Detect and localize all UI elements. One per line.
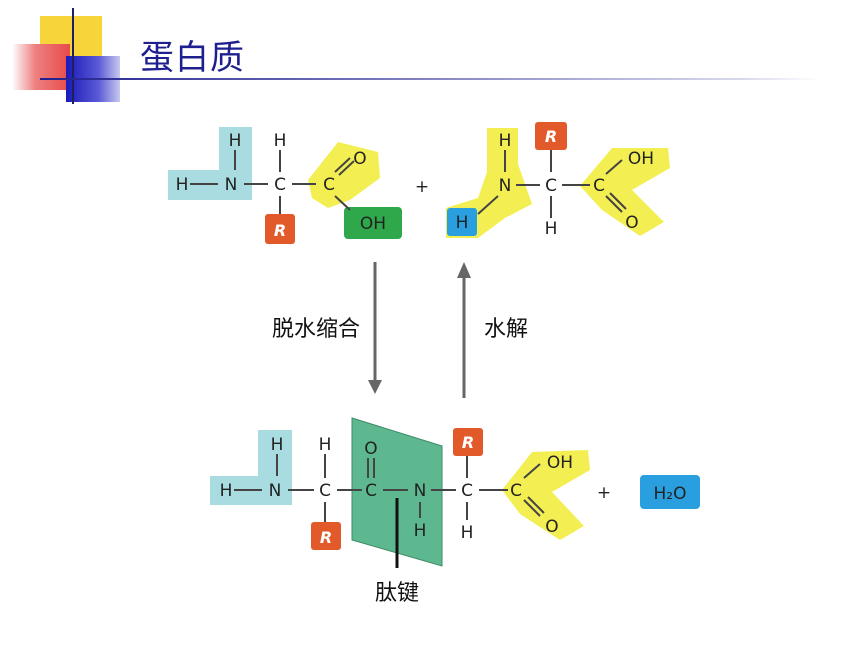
atom-c: C	[545, 176, 557, 196]
atom-n: N	[414, 481, 427, 501]
atom-oh: OH	[628, 149, 654, 169]
carboxyl-group-1	[308, 142, 380, 208]
water-formula: H₂O	[654, 484, 687, 504]
atom-oh: OH	[547, 453, 573, 473]
atom-h: H	[545, 219, 558, 239]
amino-group-3	[210, 430, 292, 505]
atom-o: O	[625, 213, 638, 233]
deco-red-square	[12, 44, 70, 90]
atom-h: H	[499, 131, 512, 151]
atom-r: R	[320, 528, 332, 547]
amino-acid-1: H H N H C R C O OH	[168, 127, 402, 244]
atom-o: O	[364, 439, 377, 459]
atom-h: H	[176, 175, 189, 195]
atom-h: H	[229, 131, 242, 151]
atom-n: N	[269, 481, 282, 501]
plus-sign: +	[597, 483, 611, 503]
hydrogen-atom-box	[447, 208, 477, 236]
r-group-2	[535, 122, 567, 150]
atom-r: R	[545, 127, 557, 146]
hydrolysis-label: 水解	[484, 317, 528, 342]
deco-vertical-line	[72, 8, 74, 104]
amino-group-1	[168, 127, 252, 200]
plus-sign: +	[415, 177, 429, 197]
slide-title: 蛋白质	[140, 38, 245, 78]
r-group-3	[311, 522, 341, 550]
atom-c: C	[319, 481, 331, 501]
peptide-plane	[351, 417, 443, 567]
atom-h: H	[319, 435, 332, 455]
carboxyl-group-3	[502, 450, 590, 540]
hydrolysis-arrow	[457, 262, 471, 398]
dehydration-arrow	[368, 262, 382, 394]
atom-h: H	[414, 521, 427, 541]
dipeptide: H H N H C R O C N H R C H C OH O	[210, 417, 590, 567]
dehydration-label: 脱水缩合	[272, 317, 360, 342]
amino-acid-2: H N H R C H C OH O	[446, 122, 670, 239]
atom-h: H	[461, 523, 474, 543]
r-group-4	[453, 428, 483, 456]
atom-c: C	[510, 481, 522, 501]
atom-o: O	[545, 517, 558, 537]
atom-h: H	[271, 435, 284, 455]
atom-c: C	[365, 481, 377, 501]
r-group-1	[265, 214, 295, 244]
atom-c: C	[274, 175, 286, 195]
atom-n: N	[499, 176, 512, 196]
atom-r: R	[462, 433, 474, 452]
atom-h: H	[274, 131, 287, 151]
atom-h: H	[456, 213, 469, 233]
peptide-bond-label: 肽键	[375, 581, 419, 606]
carboxyl-group-2	[580, 148, 670, 236]
atom-c: C	[461, 481, 473, 501]
atom-r: R	[274, 221, 286, 240]
water-box	[640, 475, 700, 509]
atom-c: C	[323, 175, 335, 195]
hydroxyl-group-1	[344, 207, 402, 239]
atom-h: H	[220, 481, 233, 501]
title-underline	[40, 78, 820, 80]
atom-n: N	[225, 175, 238, 195]
atom-oh: OH	[360, 214, 386, 234]
atom-o: O	[353, 149, 366, 169]
atom-c: C	[593, 176, 605, 196]
